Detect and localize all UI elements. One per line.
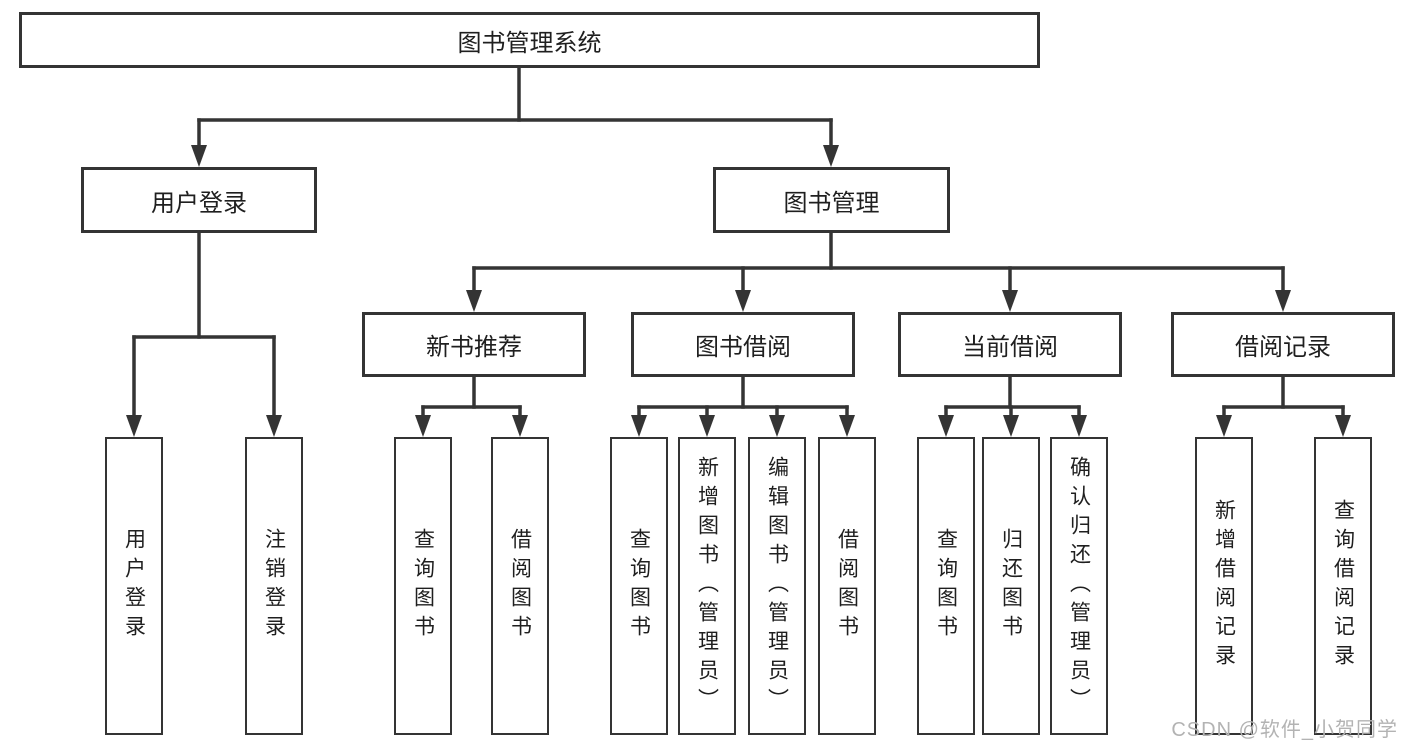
node-new-book-recommend: 新书推荐 [362, 312, 586, 377]
leaf-user-login: 用户登录 [105, 437, 163, 735]
leaf-borrow-books: 借阅图书 [818, 437, 876, 735]
leaf-add-book-admin: 新增图书（管理员） [678, 437, 736, 735]
leaf-confirm-return-admin: 确认归还（管理员） [1050, 437, 1108, 735]
node-book-management: 图书管理 [713, 167, 950, 233]
leaf-confirm-return-admin-label: 确认归还（管理员） [1067, 455, 1091, 717]
node-book-borrow: 图书借阅 [631, 312, 855, 377]
node-new-book-recommend-label: 新书推荐 [426, 334, 522, 361]
leaf-borrow-books-recommend-label: 借阅图书 [508, 528, 532, 644]
leaf-edit-book-admin-label: 编辑图书（管理员） [765, 455, 789, 717]
node-borrow-records-label: 借阅记录 [1235, 334, 1331, 361]
leaf-query-books-borrow-label: 查询图书 [627, 528, 651, 644]
leaf-query-borrow-record: 查询借阅记录 [1314, 437, 1372, 735]
leaf-return-book: 归还图书 [982, 437, 1040, 735]
leaf-query-books-borrow: 查询图书 [610, 437, 668, 735]
leaf-return-book-label: 归还图书 [999, 528, 1023, 644]
node-user-login-label: 用户登录 [151, 189, 247, 217]
leaf-logout-label: 注销登录 [262, 528, 286, 644]
leaf-user-login-label: 用户登录 [122, 528, 146, 644]
node-root: 图书管理系统 [19, 12, 1040, 68]
node-user-login: 用户登录 [81, 167, 317, 233]
node-book-management-label: 图书管理 [783, 189, 880, 217]
leaf-query-books-recommend: 查询图书 [394, 437, 452, 735]
leaf-edit-book-admin: 编辑图书（管理员） [748, 437, 806, 735]
leaf-add-book-admin-label: 新增图书（管理员） [695, 455, 719, 717]
leaf-query-books-current-label: 查询图书 [934, 528, 958, 644]
watermark-text: CSDN @软件_小贺同学 [1171, 719, 1398, 741]
leaf-query-books-recommend-label: 查询图书 [411, 528, 435, 644]
node-root-label: 图书管理系统 [457, 29, 602, 57]
node-borrow-records: 借阅记录 [1171, 312, 1395, 377]
node-book-borrow-label: 图书借阅 [695, 334, 791, 361]
leaf-borrow-books-label: 借阅图书 [835, 528, 859, 644]
leaf-query-borrow-record-label: 查询借阅记录 [1331, 499, 1355, 673]
leaf-borrow-books-recommend: 借阅图书 [491, 437, 549, 735]
leaf-logout: 注销登录 [245, 437, 303, 735]
leaf-query-books-current: 查询图书 [917, 437, 975, 735]
leaf-add-borrow-record-label: 新增借阅记录 [1212, 499, 1236, 673]
node-current-borrow: 当前借阅 [898, 312, 1122, 377]
leaf-add-borrow-record: 新增借阅记录 [1195, 437, 1253, 735]
node-current-borrow-label: 当前借阅 [962, 334, 1058, 361]
